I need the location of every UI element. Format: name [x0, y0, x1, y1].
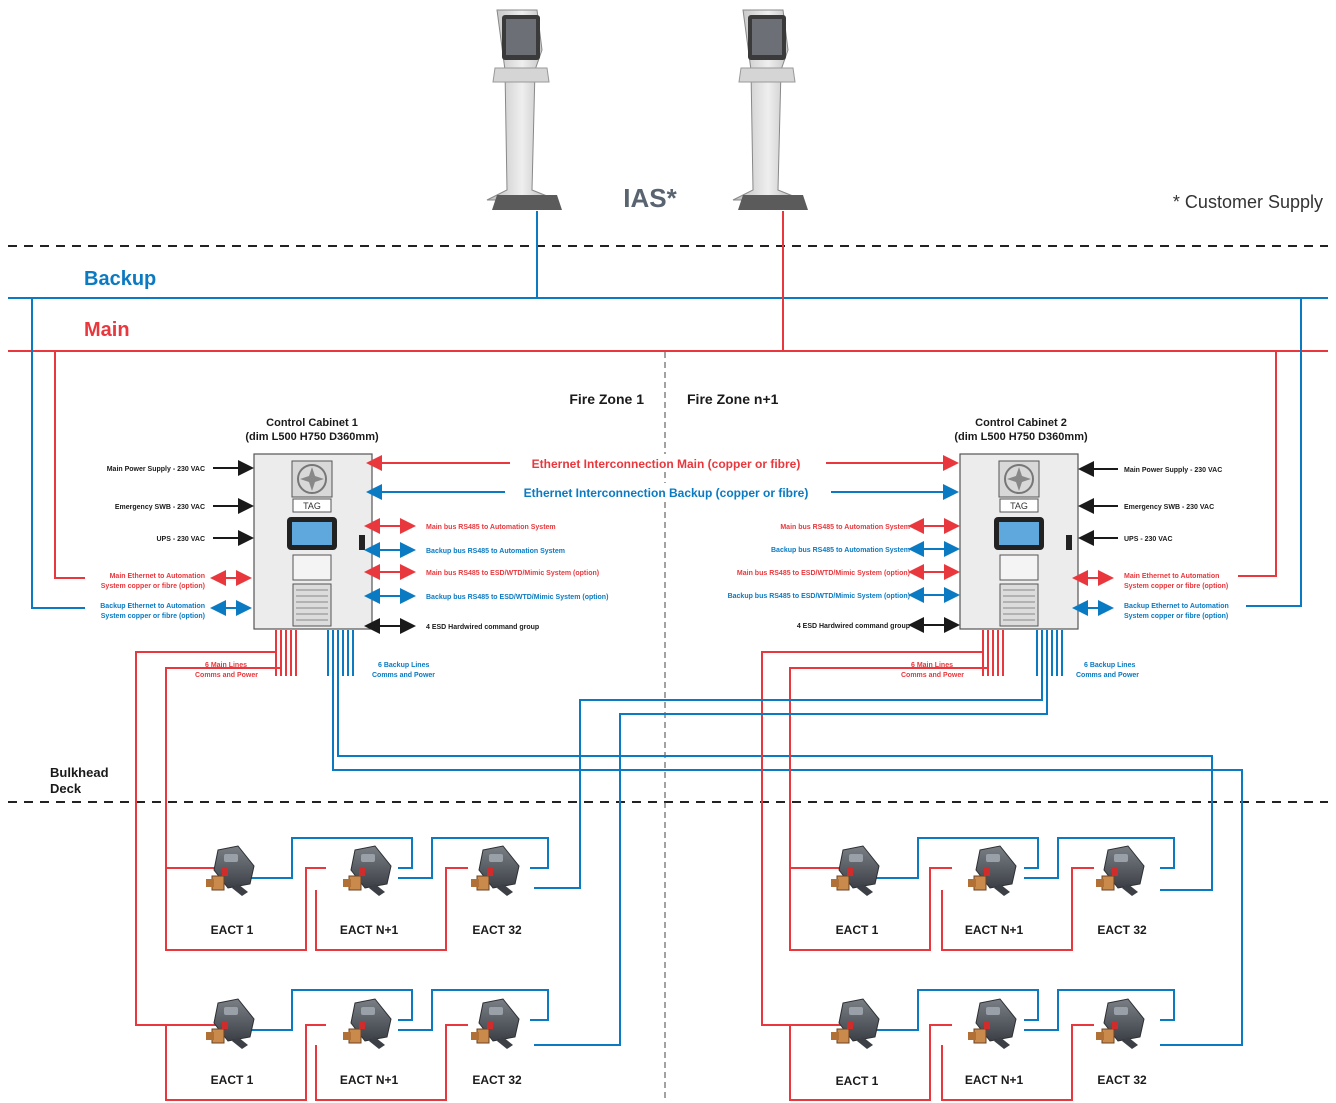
group-b-actuator-1-icon — [206, 998, 255, 1049]
actuator-icons — [206, 845, 1145, 1049]
group-c-actuator-1-icon — [831, 845, 880, 896]
group-d-eact-32: EACT 32 — [1097, 1073, 1147, 1087]
cabinet-1-door-handle — [359, 535, 365, 550]
group-a-eact-1: EACT 1 — [211, 923, 254, 937]
cab1-main-eth-label-1: Main Ethernet to Automation — [110, 573, 205, 580]
cab2-backup-eth-drop — [1246, 298, 1302, 607]
cab1-main-lines-label-1: 6 Main Lines — [205, 662, 247, 669]
group-c-actuator-2-icon — [968, 845, 1017, 896]
group-d-eact-1: EACT 1 — [836, 1074, 879, 1088]
cab1-backup-bus-automation: Backup bus RS485 to Automation System — [426, 548, 565, 555]
cabinet-1-dims: (dim L500 H750 D360mm) — [245, 431, 379, 443]
cab2-main-eth-label-2: System copper or fibre (option) — [1124, 583, 1228, 590]
cab2-input-ups: UPS - 230 VAC — [1124, 536, 1173, 543]
cab1-backup-lines-label-2: Comms and Power — [372, 672, 435, 679]
group-b-eact-n1: EACT N+1 — [340, 1073, 399, 1087]
cab1-main-eth-label-2: System copper or fibre (option) — [101, 583, 205, 590]
interconnect-main-label: Ethernet Interconnection Main (copper or… — [532, 457, 801, 471]
group-b-actuator-2-icon — [343, 998, 392, 1049]
cab2-backup-lines-label-1: 6 Backup Lines — [1084, 662, 1135, 669]
cab1-backup-line-bundle — [327, 630, 354, 676]
bulkhead-label: Bulkhead — [50, 765, 109, 780]
cab1-esd-hardwired: 4 ESD Hardwired command group — [426, 624, 539, 631]
group-a-actuator-3-icon — [471, 845, 520, 896]
cab2-main-routes — [761, 651, 988, 1026]
cab1-backup-eth-drop — [31, 298, 85, 609]
cab1-main-bus-automation: Main bus RS485 to Automation System — [426, 524, 556, 531]
cab1-backup-eth-label-2: System copper or fibre (option) — [101, 613, 205, 620]
cab1-input-ups: UPS - 230 VAC — [157, 536, 206, 543]
deck-label: Deck — [50, 781, 82, 796]
group-d-actuator-1-icon — [831, 998, 880, 1049]
cab2-backup-bus-esd: Backup bus RS485 to ESD/WTD/Mimic System… — [728, 593, 910, 600]
cab1-main-lines-label-2: Comms and Power — [195, 672, 258, 679]
cab2-main-lines-label-2: Comms and Power — [901, 672, 964, 679]
backup-bus-label: Backup — [84, 268, 156, 290]
cab2-main-bus-automation: Main bus RS485 to Automation System — [780, 524, 910, 531]
cab2-main-lines-label-1: 6 Main Lines — [911, 662, 953, 669]
main-bus-label: Main — [84, 319, 130, 341]
cabinet-2-dims: (dim L500 H750 D360mm) — [954, 431, 1088, 443]
cab2-input-emergency: Emergency SWB - 230 VAC — [1124, 504, 1214, 511]
cab1-backup-eth-label-1: Backup Ethernet to Automation — [100, 603, 205, 610]
group-c-eact-32: EACT 32 — [1097, 923, 1147, 937]
cabinet-2-vent — [999, 583, 1039, 627]
control-cabinet-2: Control Cabinet 2 (dim L500 H750 D360mm)… — [954, 417, 1088, 630]
cab2-backup-eth-label-2: System copper or fibre (option) — [1124, 613, 1228, 620]
cab2-main-eth-label-1: Main Ethernet to Automation — [1124, 573, 1219, 580]
cab2-main-bus-esd: Main bus RS485 to ESD/WTD/Mimic System (… — [737, 570, 910, 577]
cabinet-2-door-handle — [1066, 535, 1072, 550]
cabinet-1-panel — [292, 554, 332, 581]
cab1-input-main-power: Main Power Supply - 230 VAC — [107, 466, 205, 473]
cab1-backup-lines-label-1: 6 Backup Lines — [378, 662, 429, 669]
cab1-backup-routes — [332, 676, 1243, 1046]
cabinet-1-tag: TAG — [303, 501, 321, 511]
cab1-main-bus-esd: Main bus RS485 to ESD/WTD/Mimic System (… — [426, 570, 599, 577]
group-c-actuator-3-icon — [1096, 845, 1145, 896]
cabinet-1-title: Control Cabinet 1 — [266, 417, 358, 429]
ias-kiosk-2 — [732, 9, 808, 210]
group-d-eact-n1: EACT N+1 — [965, 1073, 1024, 1087]
cab1-backup-bus-esd: Backup bus RS485 to ESD/WTD/Mimic System… — [426, 594, 608, 601]
group-a-eact-n1: EACT N+1 — [340, 923, 399, 937]
customer-supply-note: * Customer Supply — [1173, 192, 1323, 212]
group-a-actuator-2-icon — [343, 845, 392, 896]
cab1-main-eth-drop — [54, 351, 85, 579]
cabinet-2-title: Control Cabinet 2 — [975, 417, 1067, 429]
group-c-eact-1: EACT 1 — [836, 923, 879, 937]
cab2-backup-line-bundle — [1036, 630, 1063, 676]
ias-label: IAS* — [623, 183, 677, 213]
cab2-main-eth-drop — [1238, 351, 1277, 577]
interconnect-backup-label: Ethernet Interconnection Backup (copper … — [524, 486, 809, 500]
group-b-eact-32: EACT 32 — [472, 1073, 522, 1087]
cabinet-2-panel — [999, 554, 1039, 581]
cabinet-2-tag: TAG — [1010, 501, 1028, 511]
control-cabinet-1: Control Cabinet 1 (dim L500 H750 D360mm)… — [245, 417, 379, 630]
cab2-backup-routes — [534, 676, 1048, 1046]
ias-kiosk-1 — [486, 9, 562, 210]
cab1-input-emergency: Emergency SWB - 230 VAC — [115, 504, 205, 511]
group-a-actuator-1-icon — [206, 845, 255, 896]
cab1-main-routes — [135, 651, 281, 1026]
group-b-actuator-3-icon — [471, 998, 520, 1049]
cab2-esd-hardwired: 4 ESD Hardwired command group — [797, 623, 910, 630]
group-d-actuator-3-icon — [1096, 998, 1145, 1049]
cab2-backup-lines-label-2: Comms and Power — [1076, 672, 1139, 679]
group-a-eact-32: EACT 32 — [472, 923, 522, 937]
actuator-chain-cables — [165, 837, 1175, 1101]
group-d-actuator-2-icon — [968, 998, 1017, 1049]
cab2-main-line-bundle — [982, 630, 1004, 676]
cab2-input-main-power: Main Power Supply - 230 VAC — [1124, 467, 1222, 474]
fire-zone-n-label: Fire Zone n+1 — [687, 391, 779, 407]
cab1-main-line-bundle — [275, 630, 297, 676]
cab2-backup-bus-automation: Backup bus RS485 to Automation System — [771, 547, 910, 554]
fire-zone-1-label: Fire Zone 1 — [569, 391, 644, 407]
cab2-backup-eth-label-1: Backup Ethernet to Automation — [1124, 603, 1229, 610]
group-b-eact-1: EACT 1 — [211, 1073, 254, 1087]
group-c-eact-n1: EACT N+1 — [965, 923, 1024, 937]
cabinet-1-vent — [292, 583, 332, 627]
